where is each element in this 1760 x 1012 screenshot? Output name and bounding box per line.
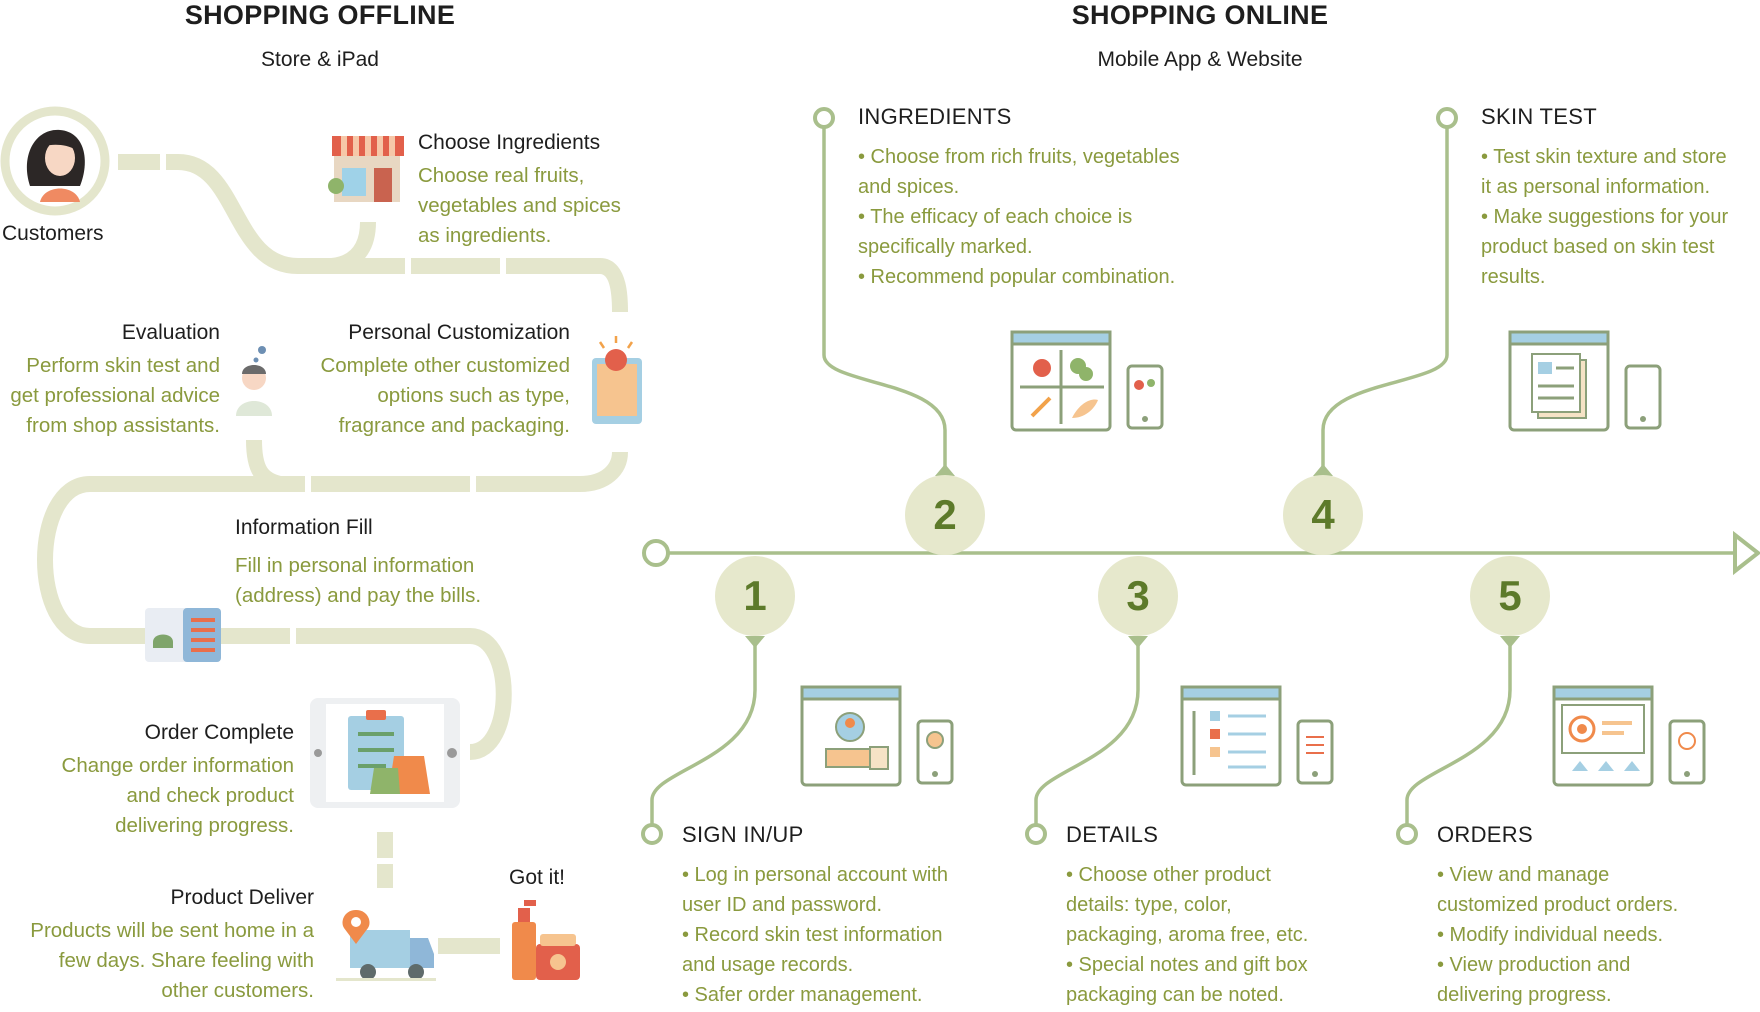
node-2-top	[813, 107, 835, 129]
timeline-start-node	[642, 539, 670, 567]
timeline-arrow-icon	[1733, 530, 1760, 576]
node-3-bottom	[1025, 823, 1047, 845]
customer-avatar	[0, 106, 110, 216]
step-badge-3: 3	[1098, 556, 1178, 636]
shop-assistant-icon	[230, 344, 278, 416]
online-sign-in-heading: SIGN IN/UP	[682, 822, 804, 847]
payment-card-icon	[145, 606, 223, 664]
path-curve-right-bottom	[468, 628, 512, 760]
step-evaluation-title: Evaluation	[121, 321, 220, 344]
step-choose-ingredients-desc: Choose real fruits, vegetables and spice…	[418, 164, 621, 247]
connector-1	[650, 637, 757, 826]
delivery-truck-icon	[336, 906, 436, 982]
step-badge-4: 4	[1283, 475, 1363, 555]
order-tablet-icon	[310, 698, 460, 808]
ingredients-screen-icon	[1010, 330, 1165, 432]
connector-2	[822, 118, 947, 470]
online-title: SHOPPING ONLINE	[1071, 0, 1329, 30]
path-curve-right-top	[598, 258, 628, 313]
online-subtitle: Mobile App & Website	[1097, 48, 1303, 71]
online-skin-test-bullets: • Test skin texture and store it as pers…	[1481, 146, 1729, 288]
step-evaluation-desc: Perform skin test and get professional a…	[10, 354, 220, 437]
step-product-deliver-title: Product Deliver	[170, 886, 314, 909]
customers-label: Customers	[2, 222, 104, 245]
step-information-fill-desc: Fill in personal information (address) a…	[235, 554, 482, 607]
path-segment-2	[37, 451, 628, 644]
step-badge-5: 5	[1470, 556, 1550, 636]
path-connector-evaluation	[246, 439, 283, 492]
online-ingredients-heading: INGREDIENTS	[858, 104, 1012, 129]
node-5-bottom	[1396, 823, 1418, 845]
connector-4	[1321, 118, 1449, 470]
path-segment-1	[118, 154, 600, 274]
step-badge-1: 1	[715, 556, 795, 636]
step-personal-customization-title: Personal Customization	[348, 321, 570, 344]
offline-subtitle: Store & iPad	[261, 48, 379, 71]
online-orders-bullets: • View and manage customized product ord…	[1437, 864, 1679, 1006]
online-ingredients-bullets: • Choose from rich fruits, vegetables an…	[858, 146, 1180, 288]
step-information-fill-title: Information Fill	[235, 516, 373, 539]
step-personal-customization-desc: Complete other customized options such a…	[320, 354, 570, 437]
online-sign-in-bullets: • Log in personal account with user ID a…	[682, 864, 949, 1006]
node-1-bottom	[641, 823, 663, 845]
orders-screen-icon	[1552, 685, 1707, 787]
step-order-complete-desc: Change order information and check produ…	[61, 754, 294, 837]
online-skin-test-heading: SKIN TEST	[1481, 104, 1597, 129]
connector-3	[1034, 637, 1140, 826]
online-details-bullets: • Choose other product details: type, co…	[1066, 864, 1309, 1006]
path-connector-ingredients	[330, 221, 376, 274]
step-choose-ingredients-title: Choose Ingredients	[418, 131, 601, 154]
step-badge-2: 2	[905, 475, 985, 555]
got-it-label: Got it!	[509, 866, 566, 889]
connector-5	[1405, 637, 1512, 826]
path-chevron-gap	[160, 150, 166, 174]
node-4-top	[1436, 107, 1458, 129]
sign-in-screen-icon	[800, 685, 955, 787]
step-order-complete-title: Order Complete	[144, 721, 294, 744]
step-product-deliver-desc: Products will be sent home in a few days…	[30, 919, 314, 1002]
skin-test-screen-icon	[1508, 330, 1663, 432]
product-bottles-icon	[506, 900, 582, 982]
online-details-heading: DETAILS	[1066, 822, 1159, 847]
details-screen-icon	[1180, 685, 1335, 787]
offline-title: SHOPPING OFFLINE	[184, 0, 456, 30]
online-orders-heading: ORDERS	[1437, 822, 1533, 847]
tablet-lightbulb-icon	[586, 336, 648, 428]
store-icon	[328, 128, 408, 206]
